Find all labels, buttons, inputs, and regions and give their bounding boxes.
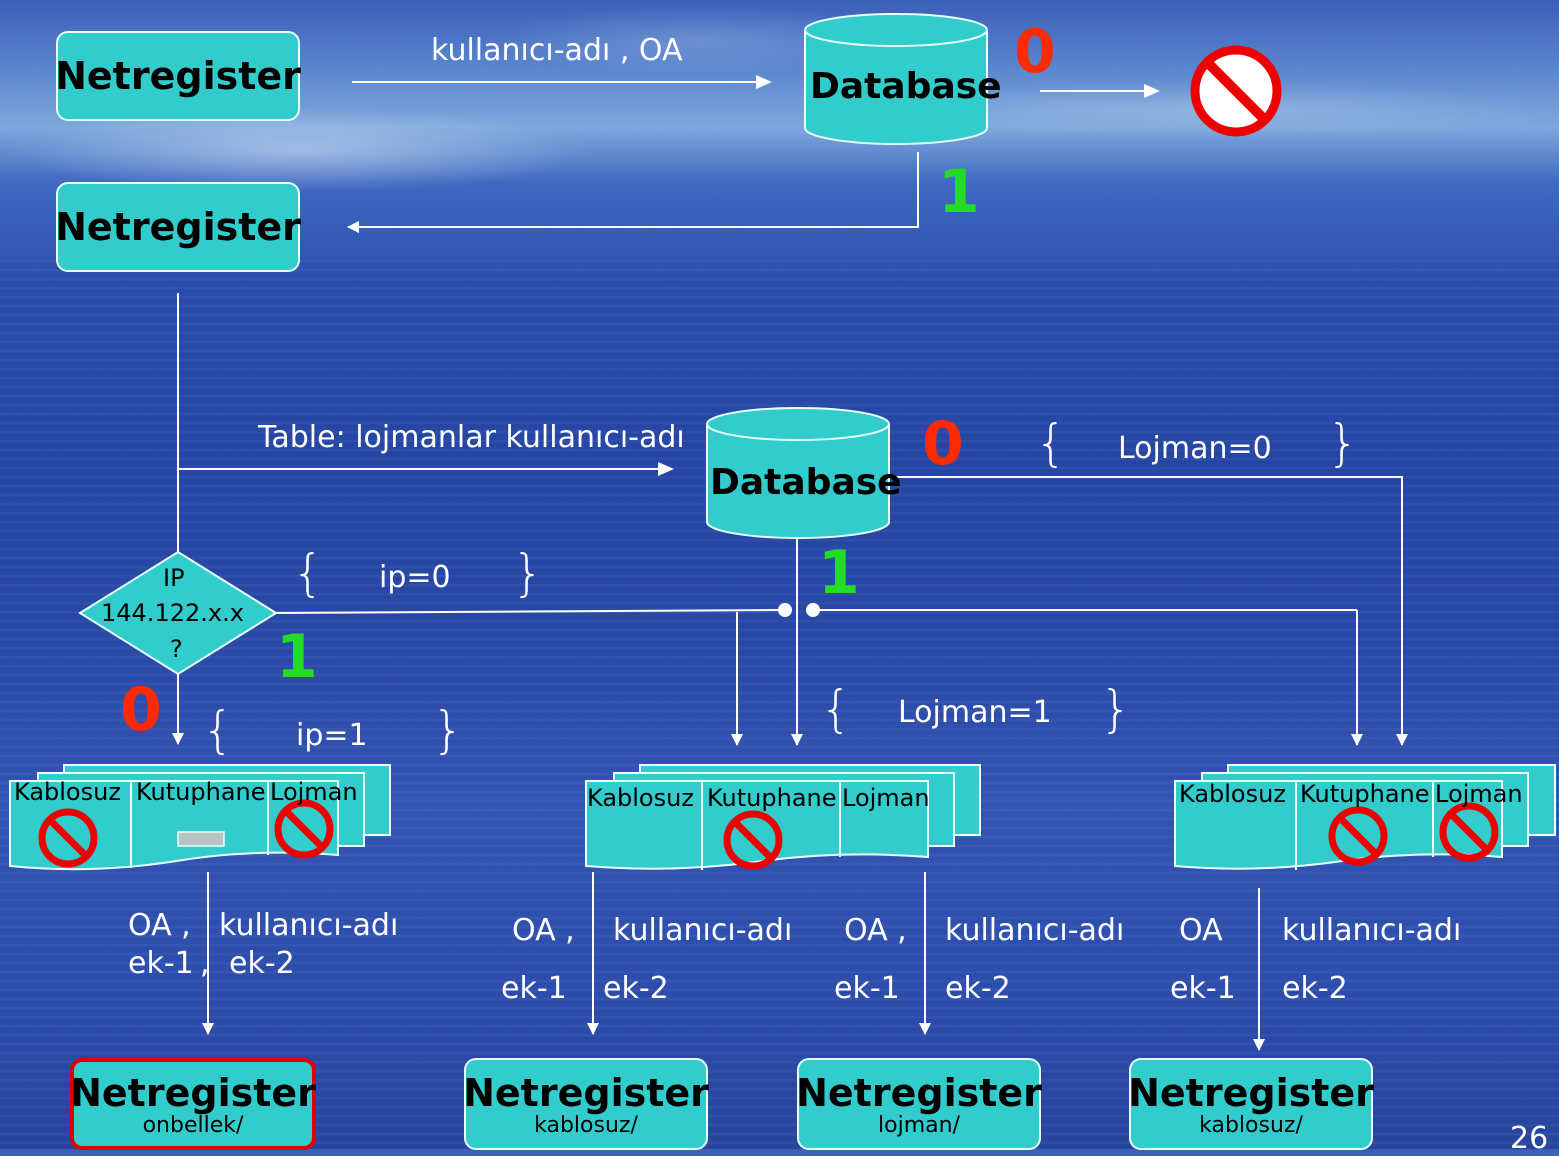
lojman1-label: Lojman=1: [898, 695, 1052, 730]
page-stack-1: [9, 764, 391, 871]
netregister-lojman-path: lojman/: [878, 1112, 960, 1138]
slide-number: 26: [1510, 1121, 1549, 1156]
page-stack-3: [1174, 764, 1556, 870]
netregister-kablosuz-box-1: Netregister kablosuz/: [463, 1058, 709, 1150]
netregister-onbellek-title: Netregister: [70, 1070, 316, 1115]
netregister-lojman-box: Netregister lojman/: [796, 1058, 1042, 1150]
database1-zero-branch: 0: [1014, 17, 1056, 87]
page1-collapsed-indicator: [177, 831, 225, 847]
out3-right-top: kullanıcı-adı: [945, 913, 1125, 948]
netregister-second-box: Netregister: [55, 182, 301, 272]
out1-comma: ,: [200, 946, 210, 981]
ip1-label: ip=1: [296, 718, 368, 753]
netregister-second-label: Netregister: [55, 205, 301, 249]
brace-open-lojman0: {: [1035, 414, 1067, 472]
access-denied-icon: [1190, 45, 1282, 137]
netregister-kablosuz-title-2: Netregister: [1128, 1070, 1374, 1115]
out2-left-top: OA ,: [512, 913, 575, 948]
page1-tab-kablosuz: Kablosuz: [14, 778, 121, 806]
database2-cylinder: [706, 407, 890, 539]
netregister-start-label: Netregister: [55, 54, 301, 98]
page1-tab-kutuphane: Kutuphane: [136, 778, 266, 806]
database2-zero-branch: 0: [922, 409, 964, 479]
ip-decision-diamond: [78, 550, 278, 676]
out3-left-bottom: ek-1: [834, 971, 900, 1006]
netregister-lojman-title: Netregister: [796, 1070, 1042, 1115]
page3-tab-kablosuz: Kablosuz: [1179, 780, 1286, 808]
lojman0-label: Lojman=0: [1118, 431, 1272, 466]
page2-tab-kutuphane: Kutuphane: [707, 784, 837, 812]
brace-open-ip1: {: [202, 701, 234, 759]
out1-left-top: OA ,: [128, 908, 191, 943]
out4-right-top: kullanıcı-adı: [1282, 913, 1462, 948]
database1-label: Database: [810, 66, 1002, 107]
out2-left-bottom: ek-1: [501, 971, 567, 1006]
decision-line-question: ?: [170, 635, 183, 663]
netregister-kablosuz-title-1: Netregister: [463, 1070, 709, 1115]
out4-right-bottom: ek-2: [1282, 971, 1348, 1006]
page2-tab-kablosuz: Kablosuz: [587, 784, 694, 812]
ip0-label: ip=0: [379, 560, 451, 595]
decision-zero-branch: 0: [120, 675, 162, 745]
table-label: Table: lojmanlar kullanıcı-adı: [258, 420, 685, 455]
database1-one-branch: 1: [938, 157, 980, 227]
brace-close-ip1: }: [432, 701, 464, 759]
out3-right-bottom: ek-2: [945, 971, 1011, 1006]
page1-tab-lojman: Lojman: [270, 778, 358, 806]
netregister-onbellek-box: Netregister onbellek/: [70, 1058, 316, 1150]
out1-right-bottom: ek-2: [229, 946, 295, 981]
netregister-kablosuz-path-1: kablosuz/: [534, 1112, 638, 1138]
database1-cylinder: [804, 13, 988, 145]
arrow-label-username-oa: kullanıcı-adı , OA: [431, 33, 683, 68]
arrow-db1-to-netregister2: [347, 152, 919, 233]
netregister-onbellek-path: onbellek/: [142, 1112, 244, 1138]
decision-line-subnet: 144.122.x.x: [101, 599, 244, 627]
out3-left-top: OA ,: [844, 913, 907, 948]
brace-close-lojman0: }: [1327, 414, 1359, 472]
brace-open-lojman1: {: [820, 680, 852, 738]
page2-tab-lojman: Lojman: [842, 784, 930, 812]
brace-close-lojman1: }: [1100, 680, 1132, 738]
out2-right-top: kullanıcı-adı: [613, 913, 793, 948]
page-stack-2: [585, 764, 981, 870]
decision-line-ip: IP: [163, 564, 185, 592]
out2-right-bottom: ek-2: [603, 971, 669, 1006]
out1-left-bottom: ek-1: [128, 946, 194, 981]
page3-tab-lojman: Lojman: [1435, 780, 1523, 808]
out1-right-top: kullanıcı-adı: [219, 908, 399, 943]
out4-left-top: OA: [1179, 913, 1223, 948]
brace-close-ip0: }: [512, 544, 544, 602]
database2-one-branch: 1: [818, 538, 860, 608]
netregister-kablosuz-path-2: kablosuz/: [1199, 1112, 1303, 1138]
netregister-start-box: Netregister: [55, 31, 301, 121]
netregister-kablosuz-box-2: Netregister kablosuz/: [1128, 1058, 1374, 1150]
decision-one-branch: 1: [276, 622, 318, 692]
brace-open-ip0: {: [292, 544, 324, 602]
out4-left-bottom: ek-1: [1170, 971, 1236, 1006]
page3-tab-kutuphane: Kutuphane: [1300, 780, 1430, 808]
database2-label: Database: [710, 462, 902, 503]
